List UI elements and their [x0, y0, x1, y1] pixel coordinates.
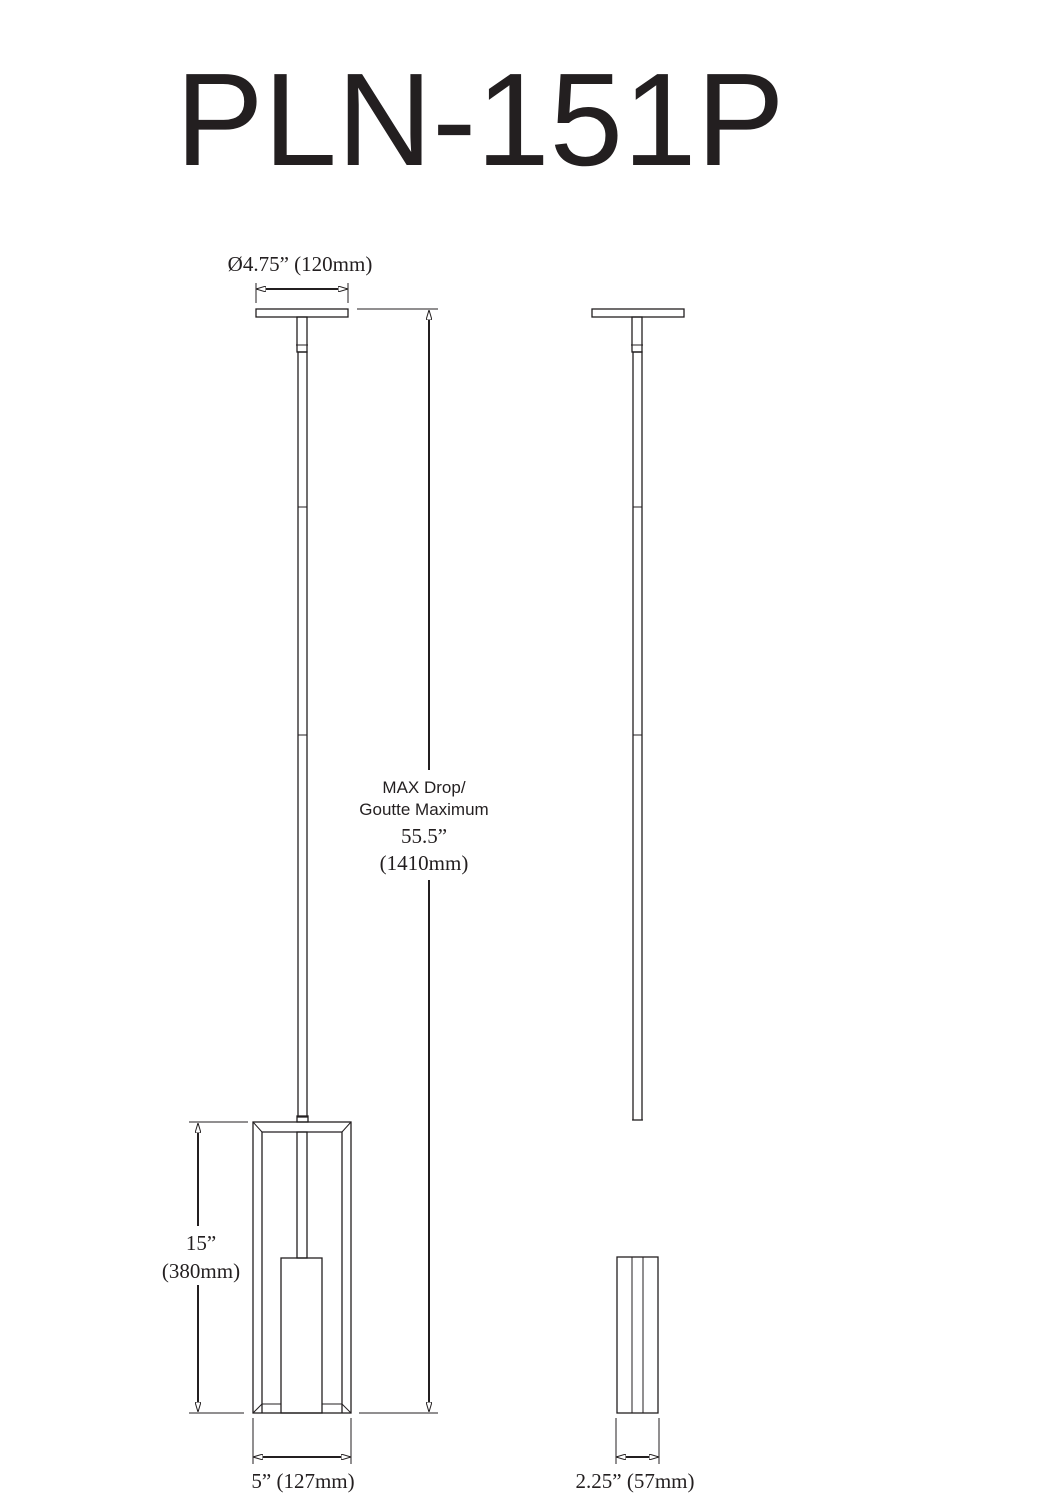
canopy-connector — [296, 316, 308, 353]
canopy — [255, 308, 349, 318]
max-drop-label-fr: Goutte Maximum — [359, 800, 488, 819]
side-view — [591, 308, 685, 1414]
canopy-diameter-label: Ø4.75” (120mm) — [228, 252, 373, 276]
page-title: PLN-151P — [175, 46, 784, 193]
max-drop-mm: (1410mm) — [380, 851, 469, 875]
side-width-label: 2.25” (57mm) — [576, 1469, 695, 1493]
socket — [280, 1257, 323, 1414]
frame-outer — [252, 1121, 352, 1414]
height-inches: 15” — [186, 1231, 216, 1255]
dimension-lines — [189, 283, 660, 1464]
max-drop-inches: 55.5” — [401, 824, 447, 848]
frame-inner — [261, 1131, 343, 1413]
max-drop-label: MAX Drop/ — [382, 778, 465, 797]
height-mm: (380mm) — [162, 1259, 240, 1283]
front-view — [252, 308, 352, 1414]
front-width-label: 5” (127mm) — [251, 1469, 354, 1493]
